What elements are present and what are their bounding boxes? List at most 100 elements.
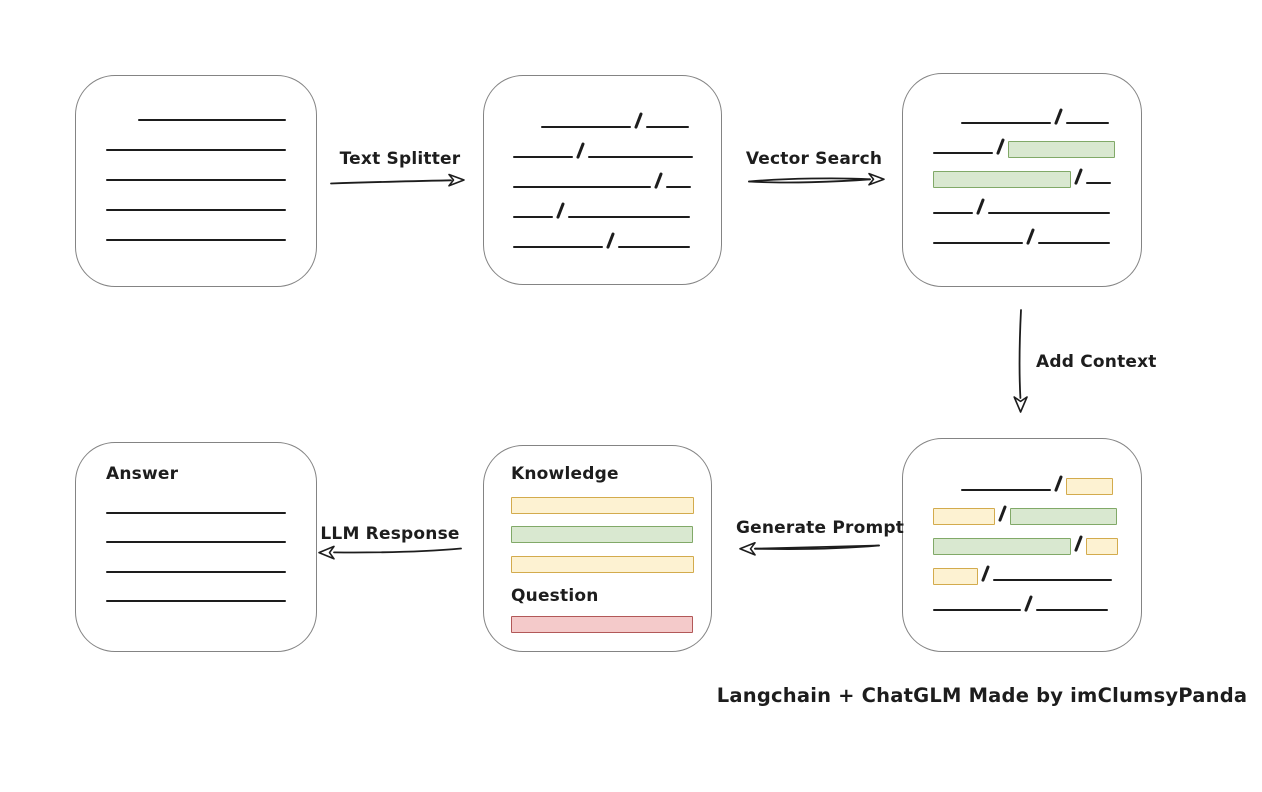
text-line — [1037, 242, 1110, 244]
text-line — [987, 212, 1110, 214]
slash-separator — [1074, 168, 1083, 185]
slash-separator — [1026, 228, 1035, 245]
yellow-bar — [511, 555, 694, 573]
chunk-row — [933, 551, 1116, 585]
text-line — [106, 209, 286, 211]
yellow-highlight-chip — [1085, 538, 1118, 555]
answer-text-line — [106, 541, 286, 543]
slash-separator — [576, 142, 585, 159]
chunk-row — [513, 128, 693, 159]
slash-separator — [654, 172, 663, 189]
yellow-highlight-chip — [1065, 478, 1113, 495]
text-line — [961, 122, 1051, 124]
text-line — [106, 239, 286, 241]
text-line — [1035, 609, 1108, 611]
knowledge-bars — [511, 496, 694, 573]
yellow-bar — [511, 496, 694, 514]
prompt-node: Knowledge Question — [483, 445, 712, 652]
text-line — [567, 216, 690, 218]
slash-separator — [1024, 595, 1033, 612]
chunk-row — [106, 181, 286, 211]
chunk-row — [933, 521, 1118, 555]
yellow-highlight-chip — [933, 568, 978, 585]
chunk-row — [106, 211, 286, 241]
text-line — [645, 126, 689, 128]
text-line — [513, 186, 651, 188]
text-line — [933, 242, 1023, 244]
add-context-label: Add Context — [1036, 352, 1157, 372]
slash-separator — [1054, 108, 1063, 125]
slash-separator — [976, 198, 985, 215]
generate-prompt-label: Generate Prompt — [736, 518, 905, 538]
text-line — [138, 119, 286, 121]
text-line — [1085, 182, 1111, 184]
answer-node: Answer — [75, 442, 317, 652]
context-chunks-node — [902, 438, 1142, 652]
chunk-row — [933, 581, 1116, 612]
text-line — [587, 156, 693, 158]
chunk-row — [961, 461, 1116, 495]
text-line — [513, 246, 603, 248]
chunk-row — [961, 94, 1116, 125]
slash-separator — [1074, 535, 1083, 552]
slash-separator — [606, 232, 615, 249]
chunk-row — [513, 158, 693, 189]
text-line — [513, 156, 573, 158]
chunk-row — [933, 491, 1117, 525]
answer-label: Answer — [106, 464, 179, 484]
green-highlight-chip — [933, 538, 1071, 555]
answer-text-line — [106, 511, 286, 514]
generate-prompt-arrow-icon — [739, 542, 880, 556]
text-line — [106, 179, 286, 181]
question-bars — [511, 615, 693, 633]
llm-response-label: LLM Response — [320, 524, 460, 544]
question-label: Question — [511, 585, 599, 606]
chunk-row — [106, 151, 286, 181]
llm-response-arrow-icon — [318, 545, 462, 560]
vector-search-arrow-icon — [748, 172, 885, 186]
text-line — [1065, 122, 1109, 124]
slash-separator — [998, 505, 1007, 522]
yellow-highlight-chip — [933, 508, 995, 525]
chunk-row — [138, 91, 286, 121]
text-line — [513, 216, 553, 218]
vector-search-label: Vector Search — [745, 149, 883, 169]
text-line — [961, 489, 1051, 491]
slash-separator — [996, 138, 1005, 155]
slash-separator — [1054, 475, 1063, 492]
chunk-row — [933, 124, 1116, 158]
chunks-node — [483, 75, 722, 285]
chunk-row — [513, 188, 693, 219]
matched-chunks-node — [902, 73, 1142, 287]
text-line — [617, 246, 690, 248]
text-splitter-arrow-icon — [330, 173, 465, 187]
text-line — [933, 152, 993, 154]
chunk-row — [541, 98, 693, 129]
text-line — [992, 579, 1112, 581]
chunk-row — [933, 184, 1116, 215]
slash-separator — [981, 565, 990, 582]
text-line — [665, 186, 691, 188]
chunk-row — [513, 218, 693, 249]
answer-text-line — [106, 570, 286, 573]
chunk-row — [106, 121, 286, 151]
credit-caption: Langchain + ChatGLM Made by imClumsyPand… — [716, 684, 1248, 707]
knowledge-label: Knowledge — [511, 464, 619, 484]
text-line — [933, 212, 973, 214]
add-context-arrow-icon — [1013, 309, 1028, 413]
chunk-row — [933, 154, 1116, 188]
text-line — [106, 149, 286, 151]
document-node — [75, 75, 317, 287]
green-highlight-chip — [933, 171, 1071, 188]
answer-text-line — [106, 600, 286, 602]
text-line — [541, 126, 631, 128]
chunk-row — [933, 214, 1116, 245]
green-highlight-chip — [1007, 141, 1115, 158]
green-bar — [511, 526, 693, 543]
slash-separator — [556, 202, 565, 219]
red-bar — [511, 615, 693, 633]
answer-lines — [106, 511, 286, 602]
text-splitter-label: Text Splitter — [339, 149, 461, 169]
green-highlight-chip — [1009, 508, 1117, 525]
